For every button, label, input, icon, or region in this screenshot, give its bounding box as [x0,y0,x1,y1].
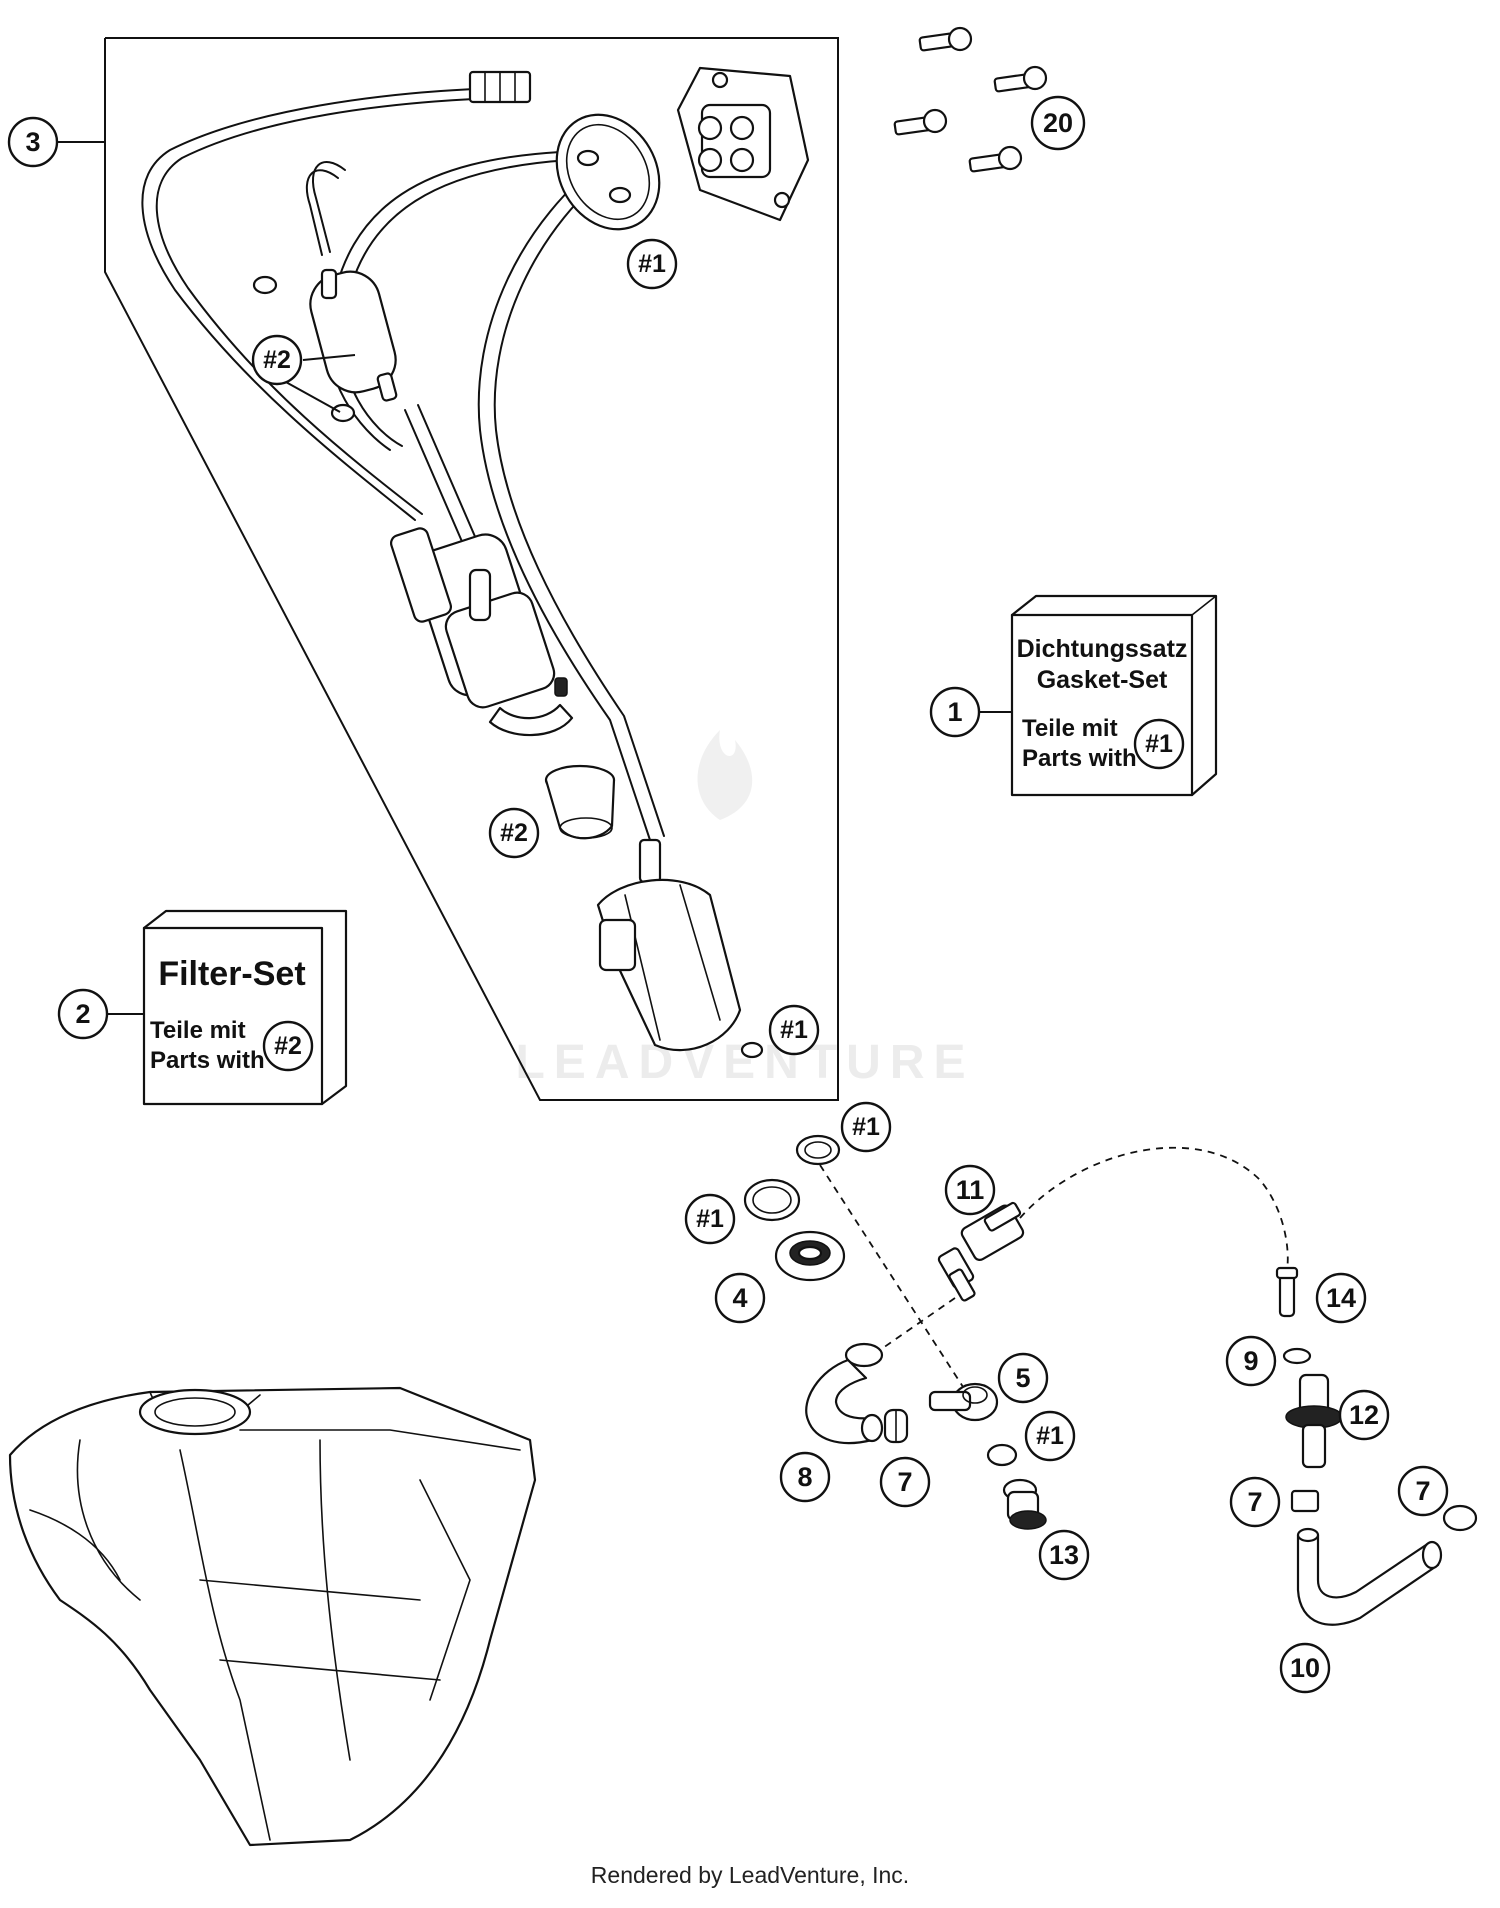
fuel-pump-body [390,527,574,737]
callout-20-label: 20 [1043,108,1073,138]
callout-2: 2 [57,988,109,1040]
callout-14: 14 [1315,1272,1367,1324]
callout-11-label: 11 [956,1175,985,1205]
callout-1b: #1 [768,1004,820,1056]
callout-20: 20 [1030,95,1086,151]
fuel-fittings [743,1134,1478,1626]
watermark-text: LEADVENTURE [515,1036,974,1089]
o-ring-small [1282,1347,1312,1365]
t-fitting [928,1382,999,1422]
elbow-hose [805,1342,884,1445]
callout-10: 10 [1279,1642,1331,1694]
callout-4: 4 [714,1272,766,1324]
callout-10-label: 10 [1290,1653,1320,1683]
callout-8-label: 8 [797,1462,812,1492]
callout-14-label: 14 [1326,1283,1356,1313]
hose-clamp-2 [1290,1489,1320,1513]
filter-kit-title: Filter-Set [158,955,305,993]
callout-5-label: 5 [1015,1363,1030,1393]
inline-fuel-filter [252,268,398,423]
callout-1e-label: #1 [1036,1422,1064,1450]
callout-1d: #1 [684,1193,736,1245]
footer-credit: Rendered by LeadVenture, Inc. [590,1862,910,1888]
gasket-kit-title-de: Dichtungssatz [1017,635,1188,663]
drain-hose [1296,1533,1440,1626]
o-ring-lower [986,1443,1018,1467]
callout-1a: #1 [626,238,678,290]
callout-2a: #2 [251,334,303,386]
flange-screws [893,26,1048,173]
hose-pin [1275,1266,1299,1318]
pump-flange-plate [676,66,810,222]
callout-13: 13 [1038,1529,1090,1581]
hose-clamp-3 [1442,1504,1478,1532]
callout-4-label: 4 [732,1283,747,1313]
callout-5: 5 [997,1352,1049,1404]
filter-kit-box: Filter-Set Teile mit Parts with #2 [142,909,348,1106]
callout-1: 1 [929,686,981,738]
gasket-kit-parts-en: Parts with [1022,745,1137,772]
watermark: LEADVENTURE [515,730,974,1089]
callout-7c: 7 [1397,1465,1449,1517]
callout-2b: #2 [488,807,540,859]
callout-7b-label: 7 [1247,1487,1262,1517]
flame-watermark-icon [697,730,753,820]
filter-kit-parts-de: Teile mit [150,1017,246,1044]
fuel-pump-flange [555,113,661,231]
fuel-pump-assembly-frame [104,37,839,1101]
o-ring-upper [795,1134,841,1166]
callout-3-label: 3 [25,127,40,157]
filter-kit-parts-en: Parts with [150,1047,265,1074]
gasket-kit-parts-de: Teile mit [1022,715,1118,742]
callout-7b: 7 [1229,1476,1281,1528]
fuel-tank [8,1386,537,1847]
callout-12: 12 [1338,1389,1390,1441]
callout-1a-label: #1 [638,250,666,278]
quick-connector [937,1201,1025,1302]
callout-9-label: 9 [1243,1346,1258,1376]
callout-12-label: 12 [1349,1400,1379,1430]
hose-clamp-1 [883,1408,909,1444]
callout-13-label: 13 [1049,1540,1079,1570]
pump-filter-housing [596,838,764,1059]
callout-1-label: 1 [947,697,962,727]
quick-connector-dashed-line [1019,1146,1289,1271]
callout-9: 9 [1225,1335,1277,1387]
callout-7a-label: 7 [897,1467,912,1497]
gasket-kit-box: Dichtungssatz Gasket-Set Teile mit Parts… [1010,594,1218,797]
gasket-kit-title-en: Gasket-Set [1037,666,1168,694]
callout-1e: #1 [1024,1410,1076,1462]
callout-11: 11 [944,1164,996,1216]
callout-7a: 7 [879,1456,931,1508]
callout-1b-label: #1 [780,1016,808,1044]
pump-strainer-sleeve [544,764,616,840]
callout-2b-label: #2 [500,819,528,847]
bulkhead-fitting [1285,1373,1343,1469]
gasket-kit-marker: #1 [1145,730,1173,758]
callouts: 3 20 #1 #2 #2 #1 1 2 #1 11 #1 4 14 5 9 #… [7,95,1449,1694]
callout-2a-label: #2 [263,346,291,374]
callout-8: 8 [779,1451,831,1503]
callout-1c: #1 [840,1101,892,1153]
callout-1c-label: #1 [852,1113,880,1141]
callout-3: 3 [7,116,59,168]
callout-7c-label: 7 [1415,1476,1430,1506]
threaded-fitting [1002,1478,1047,1530]
callout-2a-leader [302,354,356,361]
filter-kit-marker: #2 [274,1032,302,1060]
callout-1d-label: #1 [696,1205,724,1233]
harness-connector [468,70,532,104]
callout-2-label: 2 [75,999,90,1029]
